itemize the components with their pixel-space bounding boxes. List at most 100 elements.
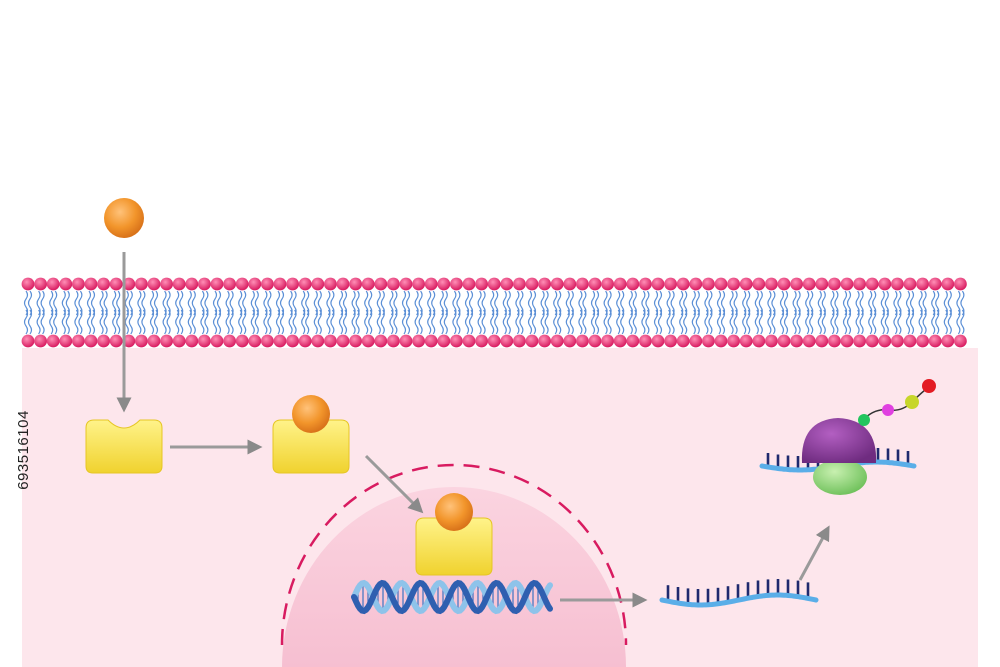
lipid-head-icon [576,277,589,291]
lipid-head-icon [525,334,539,348]
lipid-tail [960,309,965,335]
lipid-head-icon [676,334,690,348]
lipid-tail [519,309,524,335]
lipid-head-icon [613,277,627,291]
lipid-tail [128,290,133,316]
lipid-tail [716,309,722,335]
lipid-tail [27,290,33,316]
lipid-tail [112,309,117,335]
lipid-tail [527,309,533,335]
lipid-tail [729,290,734,316]
lipid-tail [527,290,533,316]
lipid-head-icon [815,334,829,348]
lipid-tail [238,290,243,316]
lipid-tail [628,290,633,316]
lipid-tail [112,290,117,316]
lipid-head-icon [626,334,640,348]
lipid-tail [716,290,722,316]
lipid-tail [49,290,54,316]
lipid-head-icon [135,277,148,291]
lipid-tail [427,290,432,316]
lipid-tail [452,309,457,335]
lipid-tail [607,309,612,335]
lipid-tail [502,290,507,316]
lipid-head-icon [626,277,640,291]
lipid-tail [683,309,688,335]
lipid-head-icon [84,277,98,291]
lipid-head-icon [399,334,413,348]
lipid-head-icon [903,277,917,291]
lipid-tail [153,309,159,335]
lipid-tail [805,309,810,335]
lipid-tail [666,309,671,335]
lipid-tail [897,309,902,335]
lipid-tail [779,309,785,335]
lipid-tail [880,309,885,335]
lipid-tail [922,309,927,335]
lipid-tail [305,290,310,316]
lipid-head-icon [840,277,854,291]
lipid-head-icon [135,334,148,348]
amino-acid-icon [905,395,919,409]
lipid-tail [267,309,272,335]
lipid-tail [909,290,915,316]
lipid-tail [477,309,482,335]
lipid-tail [746,309,751,335]
lipid-tail [905,290,911,316]
lipid-tail [754,290,759,316]
lipid-tail [452,290,457,316]
lipid-tail [519,290,524,316]
lipid-head-icon [878,334,892,348]
lipid-head-icon [865,277,879,291]
lipid-tail [49,309,54,335]
lipid-tail [330,309,335,335]
lipid-tail [23,290,29,316]
lipid-tail [733,309,738,335]
lipid-tail [65,290,70,316]
lipid-tail [708,309,713,335]
lipid-tail [553,309,558,335]
lipid-tail [515,290,520,316]
lipid-head-icon [160,277,174,291]
lipid-tail [657,290,663,316]
lipid-tail [128,309,133,335]
lipid-tail [846,290,852,316]
lipid-tail [607,290,612,316]
lipid-tail [846,309,852,335]
lipid-head-icon [954,334,967,348]
lipid-tail [74,309,79,335]
lipid-head-icon [487,277,501,291]
lipid-tail [494,290,499,316]
lipid-tail [418,290,423,316]
lipid-head-icon [261,277,274,291]
lipid-head-icon [72,277,85,291]
lipid-tail [401,309,407,335]
lipid-tail [90,290,96,316]
lipid-head-icon [336,334,350,348]
hormone-ligand-icon [104,198,144,238]
lipid-head-icon [424,334,438,348]
lipid-tail [212,290,218,316]
lipid-tail [364,290,369,316]
lipid-tail [443,290,448,316]
lipid-head-icon [424,277,438,291]
dna-strand [351,579,553,615]
lipid-tail [603,290,608,316]
lipid-tail [389,290,394,316]
lipid-tail [830,309,835,335]
lipid-tail [216,309,222,335]
lipid-tail [187,309,192,335]
lipid-head-icon [651,277,665,291]
lipid-head-icon [412,334,425,348]
lipid-tail [242,309,247,335]
lipid-tail [242,290,247,316]
lipid-tail [868,309,873,335]
lipid-tail [191,290,196,316]
lipid-tail [931,309,936,335]
lipid-tail [490,309,495,335]
lipid-tail [65,309,70,335]
lipid-tail [389,309,394,335]
polypeptide-chain-icon [858,379,936,426]
amino-acid-icon [882,404,894,416]
lipid-head-icon [727,334,740,348]
